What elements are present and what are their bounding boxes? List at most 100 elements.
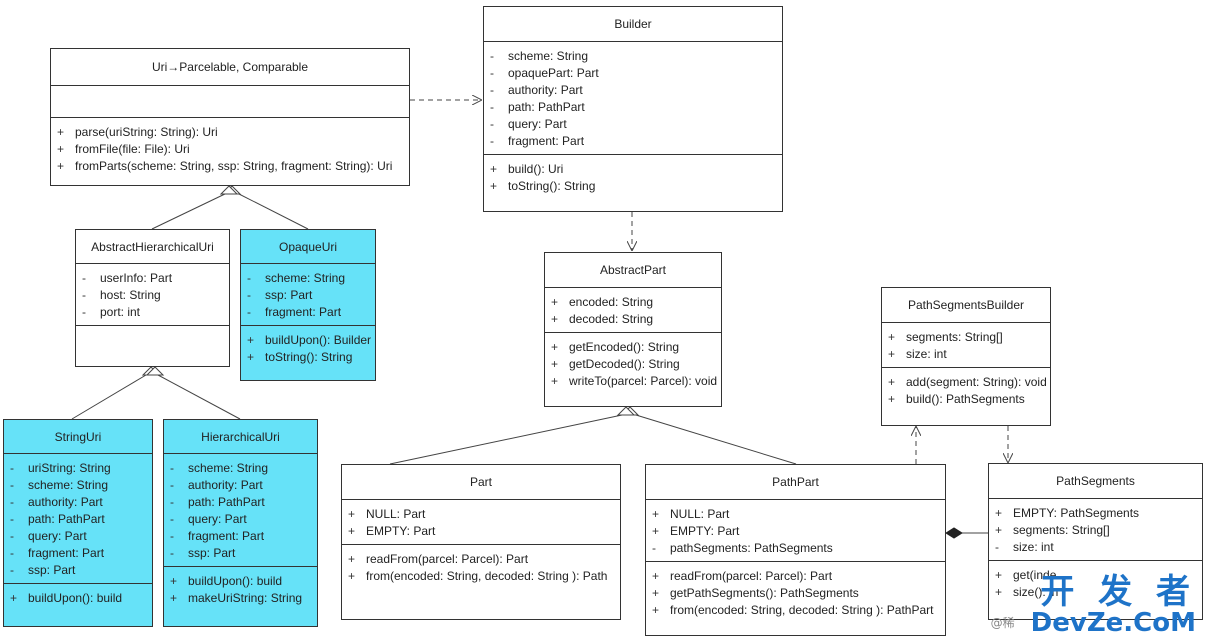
- operation-text: add(segment: String): void: [906, 375, 1047, 389]
- operation-text: parse(uriString: String): Uri: [75, 125, 218, 139]
- class-opaque-uri[interactable]: OpaqueUri-scheme: String-ssp: Part-fragm…: [240, 229, 376, 381]
- attribute-row[interactable]: -fragment: Part: [484, 133, 782, 150]
- inheritance-uri: [151, 185, 309, 230]
- class-hierarchical-uri[interactable]: HierarchicalUri-scheme: String-authority…: [163, 419, 318, 627]
- attribute-row[interactable]: -fragment: Part: [164, 528, 317, 545]
- operation-text: build(): PathSegments: [906, 392, 1025, 406]
- attribute-row[interactable]: -ssp: Part: [4, 562, 152, 579]
- operation-row[interactable]: +size(): in: [989, 584, 1202, 601]
- attribute-row[interactable]: +EMPTY: PathSegments: [989, 505, 1202, 522]
- attribute-row[interactable]: +size: int: [882, 346, 1050, 363]
- class-part[interactable]: Part+NULL: Part+EMPTY: Part+readFrom(par…: [341, 464, 621, 620]
- attribute-row[interactable]: -path: PathPart: [164, 494, 317, 511]
- attributes-section: +segments: String[]+size: int: [882, 323, 1050, 368]
- operation-row[interactable]: +from(encoded: String, decoded: String )…: [646, 602, 945, 619]
- operation-row[interactable]: +toString(): String: [484, 178, 782, 195]
- attribute-row[interactable]: -ssp: Part: [164, 545, 317, 562]
- operations-section: +buildUpon(): Builder+toString(): String: [241, 326, 375, 380]
- attribute-text: authority: Part: [28, 495, 103, 509]
- operation-row[interactable]: +buildUpon(): build: [4, 590, 152, 607]
- attribute-row[interactable]: -ssp: Part: [241, 287, 375, 304]
- class-path-part[interactable]: PathPart+NULL: Part+EMPTY: Part-pathSegm…: [645, 464, 946, 636]
- operation-row[interactable]: +get(inde: [989, 567, 1202, 584]
- visibility-marker: +: [652, 586, 660, 600]
- attribute-row[interactable]: +EMPTY: Part: [646, 523, 945, 540]
- attribute-row[interactable]: -fragment: Part: [4, 545, 152, 562]
- attribute-row[interactable]: -port: int: [76, 304, 229, 321]
- visibility-marker: +: [652, 507, 660, 521]
- attribute-row[interactable]: -scheme: String: [164, 460, 317, 477]
- attribute-row[interactable]: -authority: Part: [4, 494, 152, 511]
- operation-row[interactable]: +buildUpon(): build: [164, 573, 317, 590]
- operation-row[interactable]: +makeUriString: String: [164, 590, 317, 607]
- class-title: AbstractHierarchicalUri: [76, 230, 229, 264]
- operation-row[interactable]: +getPathSegments(): PathSegments: [646, 585, 945, 602]
- class-abstract-hierarchical-uri[interactable]: AbstractHierarchicalUri -userInfo: Part-h…: [75, 229, 230, 367]
- attribute-row[interactable]: -query: Part: [164, 511, 317, 528]
- class-path-segments[interactable]: PathSegments+EMPTY: PathSegments+segment…: [988, 463, 1203, 620]
- operations-section: + parse(uriString: String): Uri +fromFile(…: [51, 118, 409, 185]
- class-title: AbstractPart: [545, 253, 721, 288]
- attribute-row[interactable]: -scheme: String: [241, 270, 375, 287]
- visibility-marker: -: [82, 271, 86, 285]
- class-path-segments-builder[interactable]: PathSegmentsBuilder+segments: String[]+s…: [881, 287, 1051, 426]
- operations-section: +readFrom(parcel: Parcel): Part+from(enc…: [342, 545, 620, 619]
- attribute-row[interactable]: -authority: Part: [164, 477, 317, 494]
- operation-row[interactable]: +readFrom(parcel: Parcel): Part: [342, 551, 620, 568]
- attribute-row[interactable]: -opaquePart: Part: [484, 65, 782, 82]
- visibility-marker: +: [551, 357, 559, 371]
- attribute-row[interactable]: +decoded: String: [545, 311, 721, 328]
- operation-row[interactable]: + parse(uriString: String): Uri: [51, 124, 409, 141]
- attribute-row[interactable]: -query: Part: [4, 528, 152, 545]
- operation-row[interactable]: +fromParts(scheme: String, ssp: String, …: [51, 158, 409, 175]
- operation-row[interactable]: +getDecoded(): String: [545, 356, 721, 373]
- operation-text: buildUpon(): build: [188, 574, 283, 588]
- attribute-row[interactable]: +encoded: String: [545, 294, 721, 311]
- operation-row[interactable]: +add(segment: String): void: [882, 374, 1050, 391]
- attribute-row[interactable]: -scheme: String: [4, 477, 152, 494]
- operation-row[interactable]: +writeTo(parcel: Parcel): void: [545, 373, 721, 390]
- attribute-row[interactable]: -fragment: Part: [241, 304, 375, 321]
- operation-row[interactable]: +buildUpon(): Builder: [241, 332, 375, 349]
- operation-row[interactable]: +getEncoded(): String: [545, 339, 721, 356]
- operation-row[interactable]: + build(): PathSegments: [882, 391, 1050, 408]
- attribute-row[interactable]: +EMPTY: Part: [342, 523, 620, 540]
- visibility-marker: +: [652, 603, 660, 617]
- visibility-marker: +: [888, 392, 896, 406]
- attribute-row[interactable]: -query: Part: [484, 116, 782, 133]
- watermark-line2: DevZe.CoM: [1030, 608, 1196, 638]
- class-abstract-part[interactable]: AbstractPart +encoded: String+decoded: St…: [544, 252, 722, 407]
- operation-row[interactable]: +readFrom(parcel: Parcel): Part: [646, 568, 945, 585]
- attribute-row[interactable]: -host: String: [76, 287, 229, 304]
- attribute-row[interactable]: -path: PathPart: [4, 511, 152, 528]
- attribute-row[interactable]: +NULL: Part: [646, 506, 945, 523]
- attribute-row[interactable]: -pathSegments: PathSegments: [646, 540, 945, 557]
- class-uri[interactable]: Uri→Parcelable, Comparable+parse(uriStri…: [50, 48, 410, 186]
- attribute-row[interactable]: +NULL: Part: [342, 506, 620, 523]
- operation-row[interactable]: +toString(): String: [241, 349, 375, 366]
- attribute-row[interactable]: -path: PathPart: [484, 99, 782, 116]
- attribute-row[interactable]: -authority: Part: [484, 82, 782, 99]
- attribute-text: path: PathPart: [188, 495, 265, 509]
- class-builder[interactable]: Builder-scheme: String-opaquePart: Part-…: [483, 6, 783, 212]
- attributes-section: -uriString: String-scheme: String-author…: [4, 454, 152, 584]
- operation-row[interactable]: +from(encoded: String, decoded: String )…: [342, 568, 620, 585]
- attribute-text: authority: Part: [188, 478, 263, 492]
- attribute-row[interactable]: +segments: String[]: [882, 329, 1050, 346]
- visibility-marker: +: [551, 295, 559, 309]
- operation-row[interactable]: +fromFile(file: File): Uri: [51, 141, 409, 158]
- attribute-text: uriString: String: [28, 461, 111, 475]
- attribute-row[interactable]: +segments: String[]: [989, 522, 1202, 539]
- operation-row[interactable]: +build(): Uri: [484, 161, 782, 178]
- class-string-uri[interactable]: StringUri-uriString: String-scheme: Stri…: [3, 419, 153, 627]
- attribute-row[interactable]: -size: int: [989, 539, 1202, 556]
- attribute-row[interactable]: -uriString: String: [4, 460, 152, 477]
- visibility-marker: +: [57, 125, 65, 139]
- attribute-row[interactable]: -userInfo: Part: [76, 270, 229, 287]
- attributes-section: -scheme: String-authority: Part-path: Pa…: [164, 454, 317, 567]
- attributes-section: +NULL: Part+EMPTY: Part: [342, 500, 620, 545]
- visibility-marker: -: [652, 541, 656, 555]
- attribute-text: pathSegments: PathSegments: [670, 541, 833, 555]
- attribute-row[interactable]: -scheme: String: [484, 48, 782, 65]
